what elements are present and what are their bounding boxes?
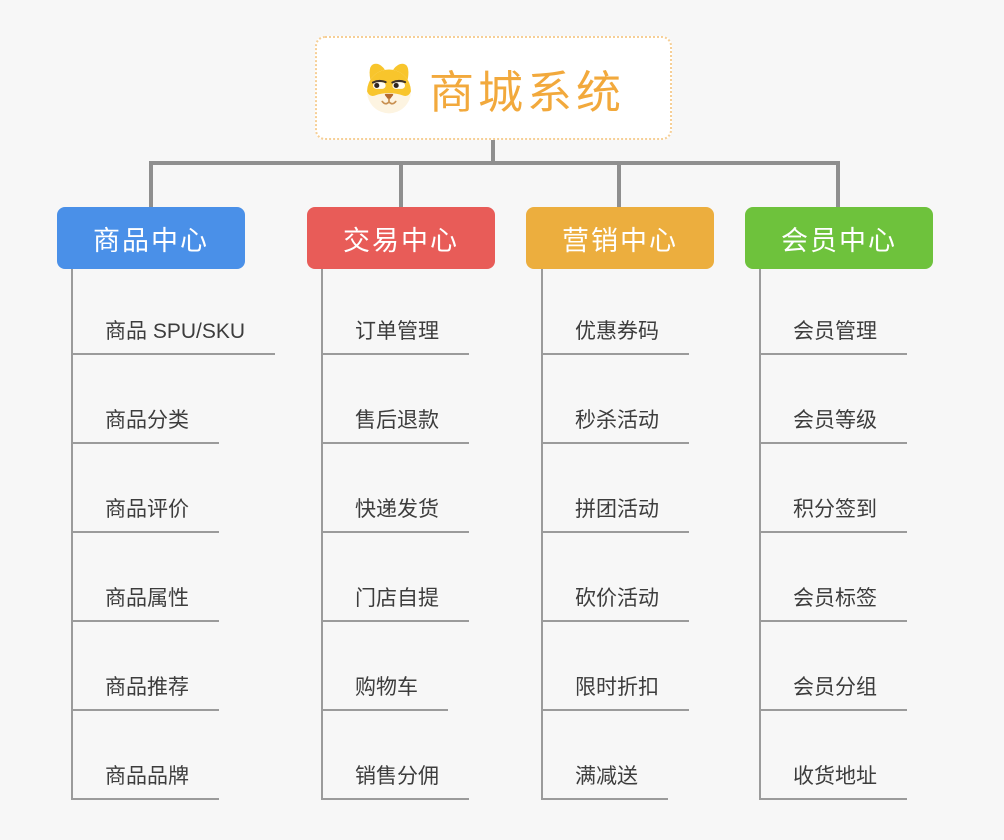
- branch-label: 会员中心: [781, 225, 897, 256]
- leaf-node-express-ship[interactable]: 快递发货: [321, 497, 469, 533]
- leaf-node-bargain[interactable]: 砍价活动: [541, 586, 689, 622]
- leaf-node-product-spu-sku[interactable]: 商品 SPU/SKU: [71, 319, 276, 355]
- leaf-node-after-sale[interactable]: 售后退款: [321, 408, 469, 444]
- connector-drop-trade: [399, 161, 403, 207]
- leaf-node-product-review[interactable]: 商品评价: [71, 497, 219, 533]
- leaf-node-flash-sale[interactable]: 秒杀活动: [541, 408, 689, 444]
- leaf-node-store-pickup[interactable]: 门店自提: [321, 586, 469, 622]
- leaf-node-time-discount[interactable]: 限时折扣: [541, 675, 689, 711]
- leaf-node-product-recommend[interactable]: 商品推荐: [71, 675, 219, 711]
- connector-drop-member: [836, 161, 840, 207]
- leaf-node-product-attribute[interactable]: 商品属性: [71, 586, 219, 622]
- branch-stem-trade: [321, 269, 323, 800]
- leaf-node-full-reduction[interactable]: 满减送: [541, 764, 668, 800]
- branch-stem-product: [71, 269, 73, 800]
- connector-root-stem: [491, 138, 495, 165]
- leaf-node-member-group[interactable]: 会员分组: [759, 675, 907, 711]
- branch-node-member-center[interactable]: 会员中心: [745, 207, 933, 269]
- connector-horizontal-bar: [149, 161, 840, 165]
- branch-node-product-center[interactable]: 商品中心: [57, 207, 245, 269]
- connector-drop-product: [149, 161, 153, 207]
- leaf-node-order-manage[interactable]: 订单管理: [321, 319, 469, 355]
- leaf-node-member-level[interactable]: 会员等级: [759, 408, 907, 444]
- leaf-node-member-tag[interactable]: 会员标签: [759, 586, 907, 622]
- shiba-dog-icon: [362, 61, 416, 115]
- branch-label: 交易中心: [343, 225, 459, 256]
- leaf-node-sales-commission[interactable]: 销售分佣: [321, 764, 469, 800]
- leaf-node-member-manage[interactable]: 会员管理: [759, 319, 907, 355]
- connector-drop-marketing: [617, 161, 621, 207]
- leaf-node-shipping-address[interactable]: 收货地址: [759, 764, 907, 800]
- branch-label: 商品中心: [93, 225, 209, 256]
- leaf-node-coupon-code[interactable]: 优惠券码: [541, 319, 689, 355]
- root-node[interactable]: 商城系统: [315, 36, 672, 140]
- leaf-node-product-category[interactable]: 商品分类: [71, 408, 219, 444]
- leaf-node-shopping-cart[interactable]: 购物车: [321, 675, 448, 711]
- leaf-node-product-brand[interactable]: 商品品牌: [71, 764, 219, 800]
- leaf-node-points-checkin[interactable]: 积分签到: [759, 497, 907, 533]
- root-title: 商城系统: [428, 66, 625, 118]
- branch-stem-member: [759, 269, 761, 800]
- branch-node-marketing-center[interactable]: 营销中心: [526, 207, 714, 269]
- branch-label: 营销中心: [562, 225, 678, 256]
- leaf-node-group-buy[interactable]: 拼团活动: [541, 497, 689, 533]
- branch-stem-marketing: [541, 269, 543, 800]
- branch-node-trade-center[interactable]: 交易中心: [307, 207, 495, 269]
